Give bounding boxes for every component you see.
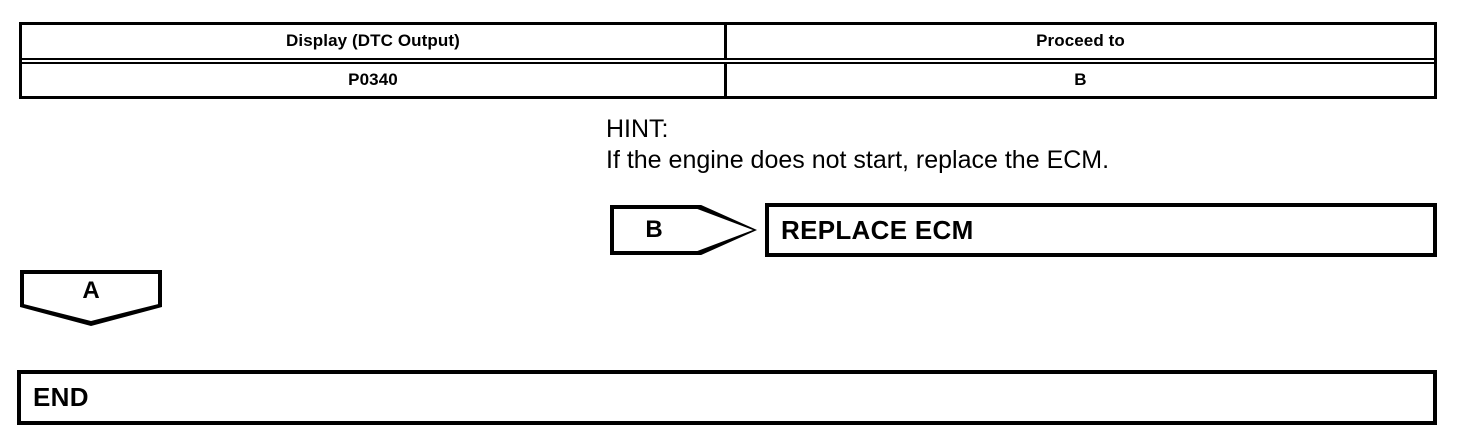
cell-dtc-code: P0340 [22, 63, 727, 96]
flow-step-replace-ecm: B REPLACE ECM [610, 203, 1437, 257]
column-header-proceed-to: Proceed to [1036, 31, 1125, 51]
connector-a-label: A [82, 277, 100, 304]
table-header-row: Display (DTC Output) Proceed to [22, 25, 1434, 58]
column-header-display: Display (DTC Output) [22, 25, 727, 58]
end-box: END [17, 370, 1437, 425]
header-body-double-rule [22, 57, 1434, 64]
cell-proceed-to: B [1074, 69, 1087, 89]
dtc-result-table: Display (DTC Output) Proceed to P0340 B [19, 22, 1437, 99]
hint-text: If the engine does not start, replace th… [606, 146, 1110, 174]
connector-b-label: B [645, 216, 663, 243]
action-box-replace-ecm: REPLACE ECM [765, 203, 1437, 257]
hint-label: HINT: [606, 115, 669, 143]
connector-a-down-icon: A [20, 270, 162, 326]
hint-block: HINT: If the engine does not start, repl… [606, 114, 1109, 176]
table-row: P0340 B [22, 63, 1434, 96]
connector-b-arrow-icon: B [610, 205, 757, 255]
